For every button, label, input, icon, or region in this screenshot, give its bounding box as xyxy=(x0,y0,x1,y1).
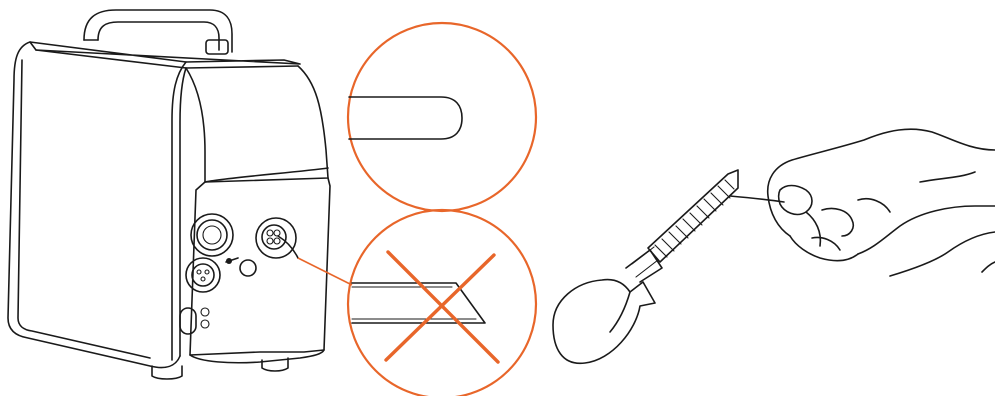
hand-with-file-icon xyxy=(553,129,995,363)
wire-feeder-machine-icon xyxy=(8,10,330,379)
sharp-angled-wire-end-icon xyxy=(348,210,536,396)
detail-leader-line xyxy=(298,258,352,285)
rounded-wire-end-icon xyxy=(348,23,536,211)
